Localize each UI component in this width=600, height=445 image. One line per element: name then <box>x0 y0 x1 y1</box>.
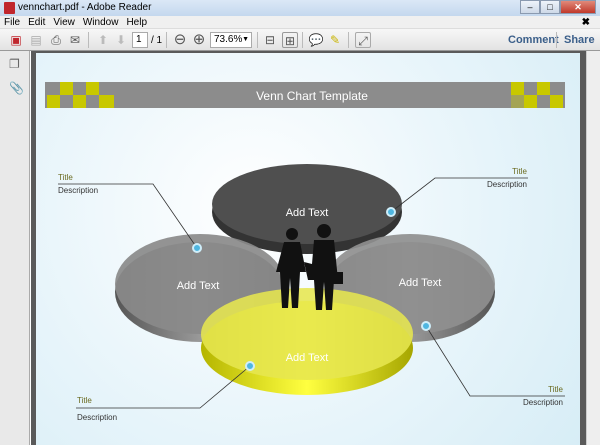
callout-description: Description <box>523 398 563 407</box>
zoom-select[interactable]: 73.6%▼ <box>210 32 252 48</box>
share-button[interactable]: Share <box>564 34 595 46</box>
vertical-scrollbar[interactable] <box>586 51 600 445</box>
navigation-pane: ❐ 📎 <box>0 51 30 445</box>
print-icon[interactable]: ⎙ <box>51 33 61 47</box>
bottom-circle-label: Add Text <box>286 352 329 364</box>
page-total: / 1 <box>151 35 163 46</box>
save-icon[interactable]: ▤ <box>30 33 42 47</box>
full-screen-icon[interactable]: ⤢ <box>355 32 371 48</box>
minimize-button[interactable]: – <box>520 0 540 14</box>
zoom-in-icon[interactable]: ⊕ <box>192 31 206 48</box>
menu-edit[interactable]: Edit <box>28 17 46 28</box>
menu-view[interactable]: View <box>53 17 75 28</box>
title-bar: vennchart.pdf - Adobe Reader – □ ✕ <box>0 0 600 16</box>
zoom-value: 73.6% <box>214 34 243 45</box>
menu-file[interactable]: File <box>4 17 21 28</box>
banner-squares-left <box>47 82 114 108</box>
top-circle <box>212 164 402 244</box>
callout-title: Title <box>512 167 527 176</box>
comment-bubble-icon[interactable]: 💬 <box>308 33 324 47</box>
callout-dots <box>192 207 431 371</box>
pages-icon[interactable]: ❐ <box>9 57 20 71</box>
close-document-icon[interactable]: ✖ <box>581 17 590 28</box>
chevron-down-icon: ▼ <box>242 36 249 43</box>
window-title: vennchart.pdf - Adobe Reader <box>18 2 152 13</box>
create-pdf-icon[interactable]: ▣ <box>10 33 22 47</box>
pdf-icon <box>4 2 15 14</box>
callout-description: Description <box>77 413 117 422</box>
close-button[interactable]: ✕ <box>560 0 596 14</box>
callout-title: Title <box>548 385 563 394</box>
top-circle-label: Add Text <box>286 207 329 219</box>
right-circle-label: Add Text <box>399 277 442 289</box>
fit-page-icon[interactable]: ⊞ <box>282 32 298 48</box>
fit-width-icon[interactable]: ⊟ <box>264 33 276 47</box>
banner-squares-right <box>511 82 563 108</box>
handshake-silhouette <box>276 224 343 310</box>
title-banner <box>45 82 565 108</box>
callout-lines <box>58 177 565 409</box>
email-icon[interactable]: ✉ <box>69 33 81 47</box>
menu-bar: File Edit View Window Help ✖ <box>0 16 600 29</box>
callout-title: Title <box>77 396 92 405</box>
comment-button[interactable]: Comment <box>508 34 559 46</box>
bottom-circle <box>201 288 413 380</box>
left-circle-label: Add Text <box>177 280 220 292</box>
maximize-button[interactable]: □ <box>540 0 560 14</box>
callout-title: Title <box>58 173 73 182</box>
attachment-icon[interactable]: 📎 <box>9 81 24 95</box>
zoom-out-icon[interactable]: ⊖ <box>173 31 187 48</box>
highlight-icon[interactable]: ✎ <box>329 33 341 47</box>
callout-description: Description <box>487 180 527 189</box>
previous-page-icon[interactable]: ⬆ <box>97 33 109 47</box>
chart-title: Venn Chart Template <box>256 89 368 103</box>
callout-description: Description <box>58 186 98 195</box>
next-page-icon[interactable]: ⬇ <box>115 33 127 47</box>
page-number-input[interactable]: 1 <box>132 32 148 48</box>
toolbar: ▣ ▤ ⎙ ✉ ⬆ ⬇ 1 / 1 ⊖ ⊕ 73.6%▼ ⊟ ⊞ 💬 ✎ ⤢ C… <box>0 29 600 51</box>
menu-help[interactable]: Help <box>126 17 148 28</box>
menu-window[interactable]: Window <box>82 17 119 28</box>
